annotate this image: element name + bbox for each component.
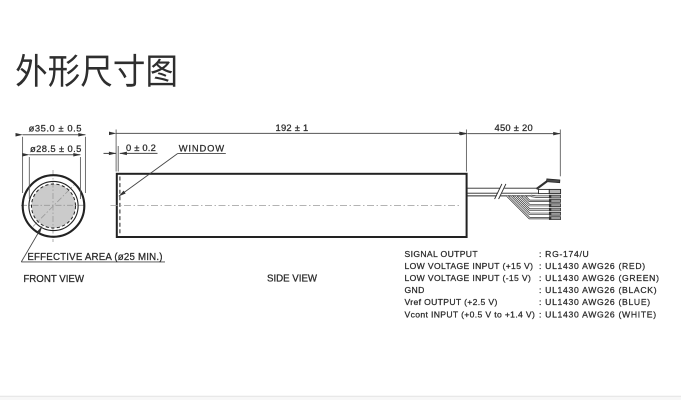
- svg-text:FRONT VIEW: FRONT VIEW: [23, 274, 84, 285]
- svg-text:: UL1430 AWG26 (RED): : UL1430 AWG26 (RED): [539, 261, 646, 271]
- svg-text:: RG-174/U: : RG-174/U: [539, 249, 589, 259]
- svg-text:: UL1430 AWG26 (WHITE): : UL1430 AWG26 (WHITE): [539, 309, 657, 319]
- svg-text:LOW VOLTAGE INPUT (-15 V): LOW VOLTAGE INPUT (-15 V): [405, 273, 532, 283]
- svg-text:SIDE VIEW: SIDE VIEW: [267, 274, 318, 285]
- svg-text:EFFECTIVE AREA (ø25 MIN.): EFFECTIVE AREA (ø25 MIN.): [27, 252, 162, 263]
- svg-text:WINDOW: WINDOW: [179, 142, 225, 153]
- svg-text:: UL1430 AWG26 (GREEN): : UL1430 AWG26 (GREEN): [539, 273, 660, 283]
- svg-text:: UL1430 AWG26 (BLACK): : UL1430 AWG26 (BLACK): [539, 285, 657, 295]
- svg-text:SIGNAL OUTPUT: SIGNAL OUTPUT: [405, 249, 479, 259]
- svg-text:Vcont INPUT (+0.5 V to +1.4 V): Vcont INPUT (+0.5 V to +1.4 V): [405, 309, 536, 319]
- svg-text:Vref OUTPUT (+2.5 V): Vref OUTPUT (+2.5 V): [405, 297, 498, 307]
- svg-text:192 ± 1: 192 ± 1: [276, 122, 309, 133]
- svg-text:0 ± 0.2: 0 ± 0.2: [126, 142, 156, 153]
- svg-text:450 ± 20: 450 ± 20: [495, 122, 533, 133]
- svg-text:: UL1430 AWG26 (BLUE): : UL1430 AWG26 (BLUE): [539, 297, 651, 307]
- svg-text:ø35.0 ± 0.5: ø35.0 ± 0.5: [29, 122, 82, 133]
- svg-text:GND: GND: [405, 285, 425, 295]
- svg-text:LOW VOLTAGE INPUT (+15 V): LOW VOLTAGE INPUT (+15 V): [405, 261, 534, 271]
- svg-text:ø28.5 ± 0.5: ø28.5 ± 0.5: [30, 143, 82, 154]
